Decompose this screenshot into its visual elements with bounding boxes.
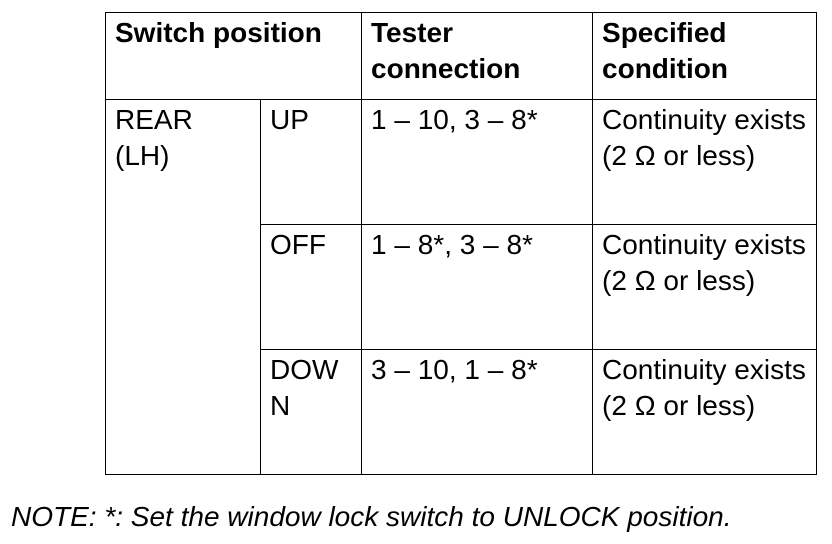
header-tester-connection: Tester connection <box>361 12 594 100</box>
table-header-row: Switch position Tester connection Specif… <box>104 12 818 100</box>
switch-position-cell: OFF <box>259 224 363 350</box>
tester-connection-cell: 3 – 10, 1 – 8* <box>361 349 594 475</box>
switch-position-cell: UP <box>259 99 363 225</box>
tester-connection-cell: 1 – 8*, 3 – 8* <box>361 224 594 350</box>
table-row: OFF 1 – 8*, 3 – 8* Continuity exists (2 … <box>106 224 818 350</box>
table-row: REAR (LH) UP 1 – 10, 3 – 8* Continuity e… <box>105 99 818 475</box>
specified-condition-cell: Continuity exists (2 Ω or less) <box>592 224 818 350</box>
switch-inspection-table: Switch position Tester connection Specif… <box>104 12 818 475</box>
tester-connection-cell: 1 – 10, 3 – 8* <box>361 99 594 225</box>
table-row: DOWN 3 – 10, 1 – 8* Continuity exists (2… <box>106 349 818 475</box>
switch-group-label: REAR (LH) <box>105 99 261 475</box>
footnote: NOTE: *: Set the window lock switch to U… <box>11 501 732 532</box>
specified-condition-cell: Continuity exists (2 Ω or less) <box>592 349 818 475</box>
specified-condition-cell: Continuity exists (2 Ω or less) <box>592 99 818 225</box>
switch-position-cell: DOWN <box>259 349 363 475</box>
header-switch-position: Switch position <box>104 12 363 100</box>
header-specified-condition: Specified condition <box>592 12 818 100</box>
